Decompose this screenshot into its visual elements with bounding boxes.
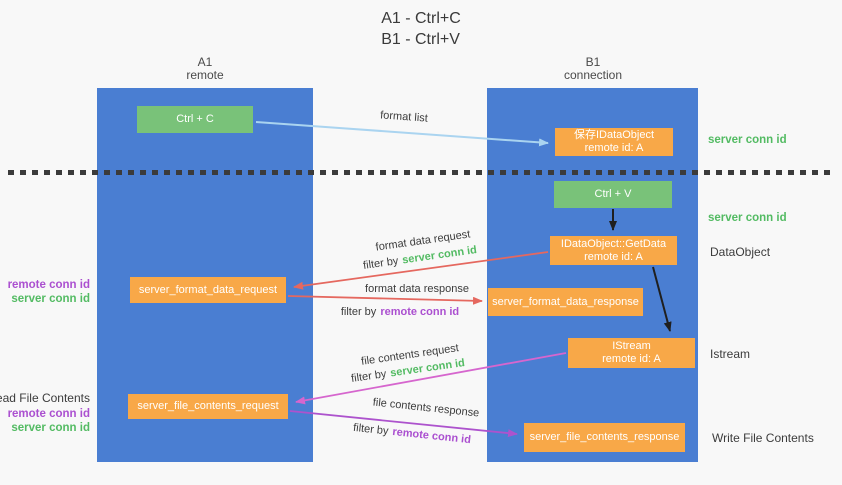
right-server-conn-id-top-label: server conn id <box>708 134 787 146</box>
file-response-label: server_file_contents_response <box>529 431 680 443</box>
ctrl-v-node: Ctrl + V <box>554 181 672 208</box>
server-file-contents-request-node: server_file_contents_request <box>128 394 288 419</box>
file-contents-response-arrow <box>289 410 518 438</box>
format-data-response-label: format data response <box>365 283 469 295</box>
file-request-label: server_file_contents_request <box>137 400 279 412</box>
title-line-ctrl-c: A1 - Ctrl+C <box>381 10 461 27</box>
save-idataobject-line1: 保存IDataObject <box>573 129 655 141</box>
ctrl-c-label: Ctrl + C <box>176 113 214 125</box>
ctrl-v-label: Ctrl + V <box>594 188 632 200</box>
diagram-title: A1 - Ctrl+C B1 - Ctrl+V <box>381 8 461 50</box>
istream-side-label: Istream <box>710 347 751 361</box>
format-list-arrow <box>255 121 549 147</box>
left-server-conn-id-bottom-label: server conn id <box>11 422 90 434</box>
format-data-response-arrow <box>287 295 483 305</box>
getdata-to-istream-arrow <box>652 266 672 332</box>
dataobject-label: DataObject <box>710 245 771 259</box>
server-format-data-request-node: server_format_data_request <box>130 277 286 303</box>
dotted-separator-line <box>8 170 836 175</box>
lane-header-a1: A1 remote <box>186 56 223 82</box>
title-line-ctrl-v: B1 - Ctrl+V <box>381 31 460 48</box>
lane-a1-name: A1 <box>197 55 213 69</box>
istream-line1: IStream <box>612 340 651 352</box>
lane-header-b1: B1 connection <box>564 56 622 82</box>
left-conn-id-block-top: remote conn id server conn id <box>8 278 90 306</box>
file-contents-request-arrow <box>295 352 567 405</box>
format-data-request-arrow <box>293 251 549 290</box>
server-format-data-response-node: server_format_data_response <box>488 288 643 316</box>
istream-node: IStream remote id: A <box>568 338 695 368</box>
idataobject-getdata-node: IDataObject::GetData remote id: A <box>550 236 677 265</box>
save-idataobject-node: 保存IDataObject remote id: A <box>555 128 673 156</box>
getdata-line2: remote id: A <box>584 250 643 263</box>
format-request-label: server_format_data_request <box>138 283 278 296</box>
left-remote-conn-id-top-label: remote conn id <box>7 279 90 291</box>
format-data-response-filter-label: filter by remote conn id <box>340 306 460 318</box>
getdata-line1: IDataObject::GetData <box>560 237 667 250</box>
left-conn-id-block-bottom: remote conn id server conn id <box>8 407 90 435</box>
lane-a1-subtitle: remote <box>186 68 224 82</box>
ctrl-c-node: Ctrl + C <box>137 106 253 133</box>
istream-line2: remote id: A <box>602 353 661 365</box>
server-file-contents-response-node: server_file_contents_response <box>524 423 685 452</box>
right-server-conn-id-mid-label: server conn id <box>708 212 787 224</box>
left-remote-conn-id-bottom-label: remote conn id <box>7 408 90 420</box>
read-file-contents-label: Read File Contents <box>0 391 90 405</box>
write-file-contents-label: Write File Contents <box>712 431 814 445</box>
left-server-conn-id-top-label: server conn id <box>11 293 90 305</box>
save-idataobject-line2: remote id: A <box>584 142 644 154</box>
lane-b1-name: B1 <box>585 55 601 69</box>
format-response-label: server_format_data_response <box>492 295 639 308</box>
lane-b1-subtitle: connection <box>563 68 623 82</box>
